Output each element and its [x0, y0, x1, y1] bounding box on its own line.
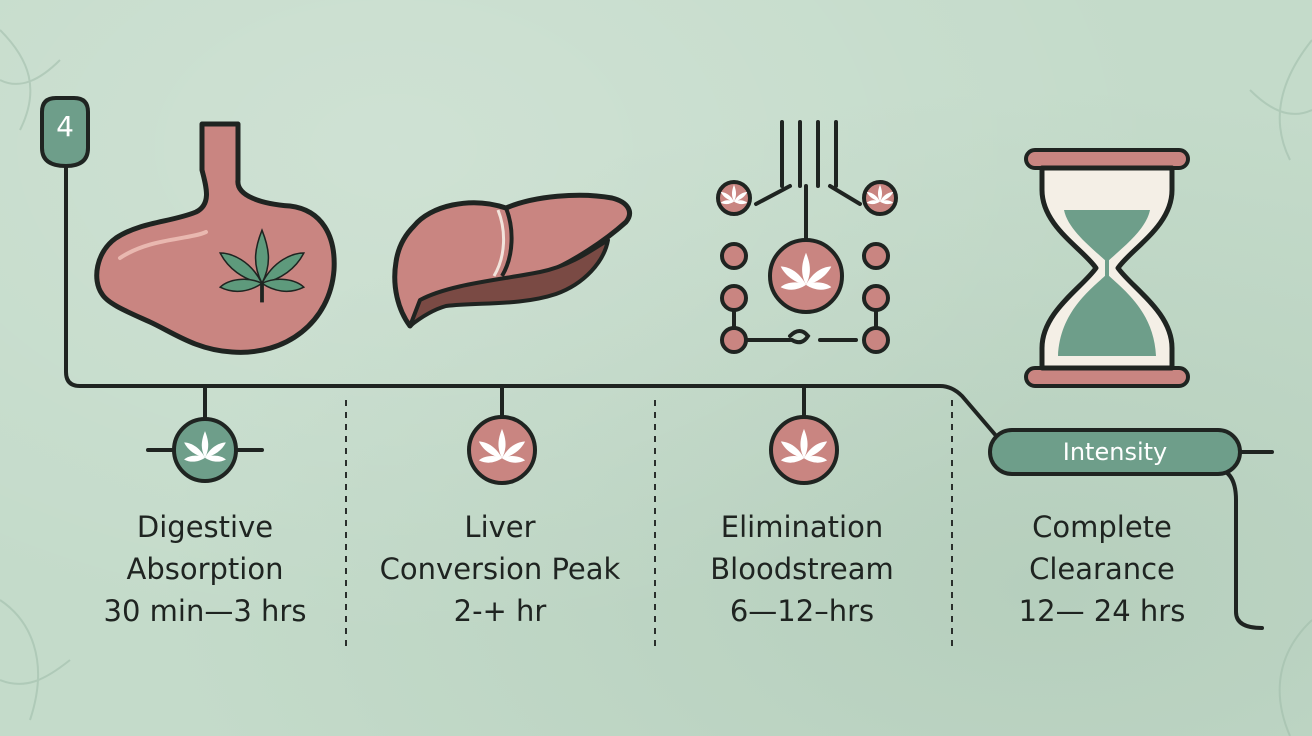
node-digestive: [146, 386, 264, 483]
stage-title-line1: Liver: [464, 510, 536, 544]
step-number-badge: [40, 96, 90, 169]
stage-label-digestive: Digestive Absorption 30 min—3 hrs: [75, 506, 335, 632]
stage-title-line2: Absorption: [126, 552, 284, 586]
stage-label-liver: Liver Conversion Peak 2-+ hr: [370, 506, 630, 632]
corner-foliage-decoration: [0, 29, 1312, 736]
stage-title-line1: Digestive: [136, 510, 274, 544]
stage-title-line2: Bloodstream: [710, 552, 894, 586]
stage-title-line2: Conversion Peak: [379, 552, 621, 586]
stage-title-line1: Complete: [1032, 510, 1172, 544]
intensity-pill: [988, 428, 1242, 476]
stage-label-elimination: Elimination Bloodstream 6—12–hrs: [672, 506, 932, 632]
step-number: 4: [56, 109, 74, 143]
stage-duration: 30 min—3 hrs: [103, 594, 307, 628]
stage-title-line2: Clearance: [1029, 552, 1175, 586]
node-liver: [467, 386, 537, 485]
liver-icon: [392, 192, 632, 329]
stage-title-line1: Elimination: [720, 510, 884, 544]
stage-duration: 6—12–hrs: [729, 594, 875, 628]
circulation-icon: [716, 120, 898, 354]
stomach-icon: [94, 121, 337, 355]
stage-label-clearance: Complete Clearance 12— 24 hrs: [972, 506, 1232, 632]
stage-separators: [345, 400, 953, 646]
stage-duration: 12— 24 hrs: [1018, 594, 1186, 628]
hourglass-icon: [1024, 148, 1190, 388]
stage-duration: 2-+ hr: [453, 594, 547, 628]
node-elimination: [769, 386, 839, 485]
intensity-label: Intensity: [1062, 438, 1168, 466]
